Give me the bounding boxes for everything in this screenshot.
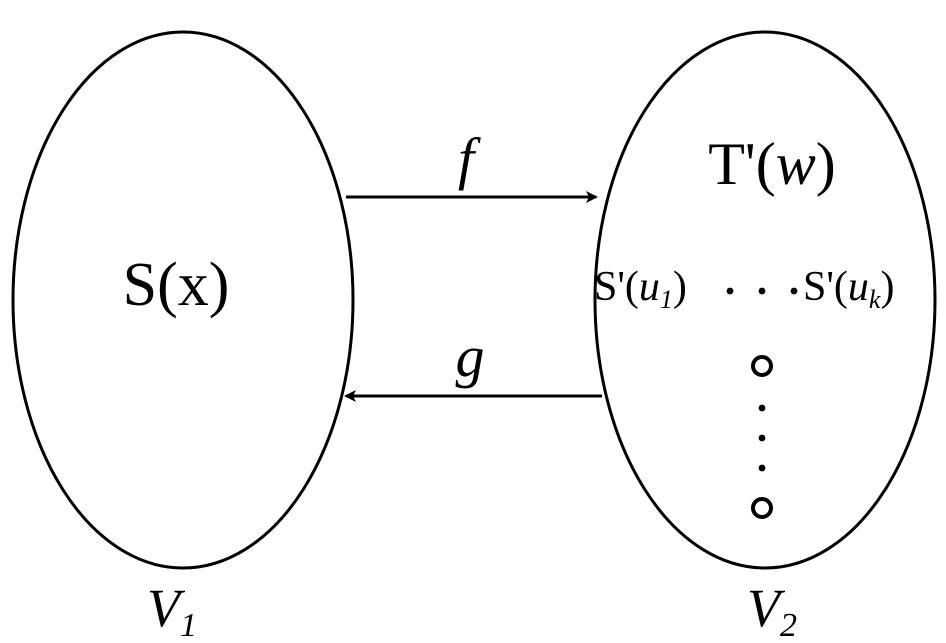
left-set-ellipse (11, 30, 355, 570)
right-set-caption: V2 (747, 578, 797, 643)
right-set-top-label: T'(w) (708, 131, 835, 197)
left-set-label: S(x) (123, 251, 230, 319)
right-set-member-left: S'(u1) (594, 264, 687, 314)
right-set-caption-main: V (747, 578, 786, 638)
vertex-open-circle-top (751, 355, 773, 377)
vertical-ellipsis-dots (758, 404, 766, 472)
left-set-caption-sub: 1 (180, 607, 197, 643)
horizontal-ellipsis-dots (726, 287, 798, 295)
left-set-caption-main: V (147, 578, 186, 638)
left-set-caption: V1 (147, 578, 197, 643)
right-set-caption-sub: 2 (780, 607, 797, 643)
vertex-open-circle-bottom (751, 497, 773, 519)
arrow-g-label: g (456, 324, 485, 389)
right-set-ellipse (593, 30, 937, 570)
right-set-member-right: S'(uk) (803, 264, 894, 314)
arrow-f-label: f (458, 126, 481, 191)
